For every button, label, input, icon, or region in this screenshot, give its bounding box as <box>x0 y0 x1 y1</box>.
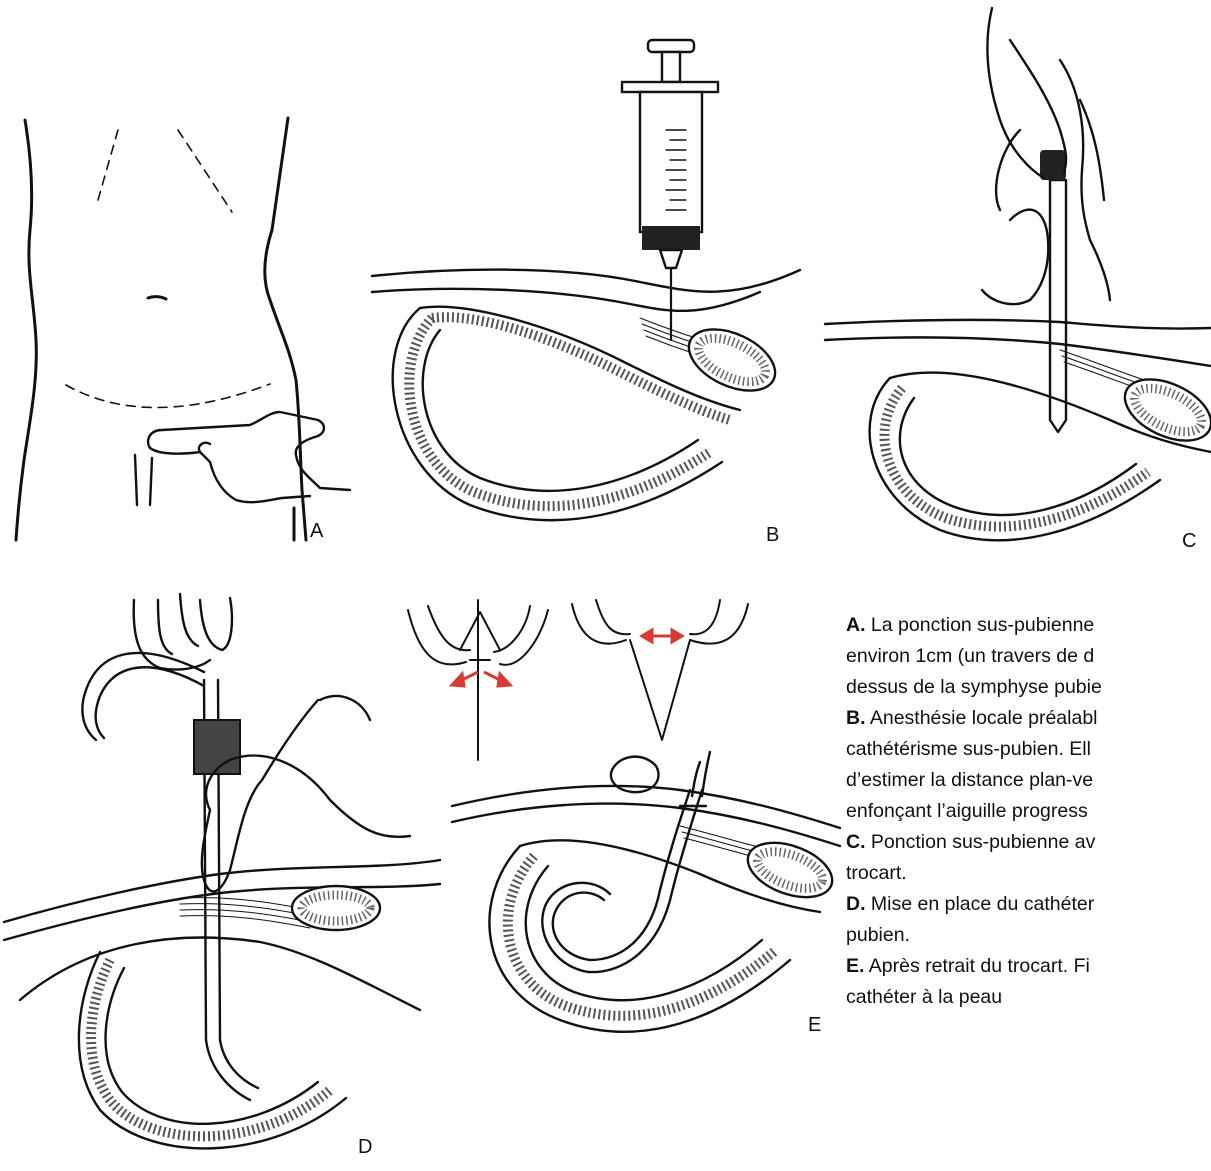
caption-key-c: C. <box>846 831 866 853</box>
pointing-hand <box>148 412 350 502</box>
caption-key-b: B. <box>846 707 866 729</box>
caption-a-line-3: dessus de la symphyse pubie <box>846 672 1211 703</box>
panel-a-abdomen-figure <box>0 90 370 550</box>
panel-c-trocar-figure <box>820 0 1211 560</box>
figure-caption: A. La ponction sus-pubienne environ 1cm … <box>846 610 1211 1013</box>
caption-b-line-2: cathétérisme sus-pubien. Ell <box>846 734 1211 765</box>
caption-b-line-3: d’estimer la distance plan-ve <box>846 765 1211 796</box>
panel-b-label: B <box>766 524 779 547</box>
trocar <box>1050 180 1066 432</box>
inset-hands-spreading <box>572 600 748 740</box>
panel-e-label: E <box>808 1014 821 1037</box>
caption-key-d: D. <box>846 893 866 915</box>
pubic-bone <box>679 317 784 403</box>
syringe <box>622 40 718 340</box>
caption-d-line-2: pubien. <box>846 920 1211 951</box>
inset-hands-opening <box>408 600 548 760</box>
skin-surface-e <box>452 786 840 828</box>
torso-right-outline <box>265 118 306 540</box>
caption-b-line-1: Anesthésie locale préalabl <box>870 707 1098 729</box>
costal-margin-right <box>178 130 232 212</box>
red-arrows-right <box>642 630 682 642</box>
caption-key-e: E. <box>846 955 864 977</box>
caption-item-c: C. Ponction sus-pubienne av trocart. <box>846 827 1211 889</box>
panel-d-label: D <box>358 1136 372 1159</box>
umbilicus <box>148 297 166 299</box>
caption-key-a: A. <box>846 614 866 636</box>
caption-d-line-1: Mise en place du cathéter <box>871 893 1094 915</box>
caption-c-line-2: trocart. <box>846 858 1211 889</box>
caption-item-b: B. Anesthésie locale préalabl cathétéris… <box>846 703 1211 827</box>
inguinal-line <box>66 384 270 407</box>
panel-e-fixation-figure <box>400 580 840 1060</box>
caption-a-line-2: environ 1cm (un travers de d <box>846 641 1211 672</box>
caption-item-e: E. Après retrait du trocart. Fi cathéter… <box>846 951 1211 1013</box>
caption-item-d: D. Mise en place du cathéter pubien. <box>846 889 1211 951</box>
torso-left-outline <box>16 120 36 540</box>
hands-d <box>134 594 410 891</box>
catheter-clamp <box>194 720 240 774</box>
costal-margin-left <box>98 130 118 200</box>
caption-e-line-2: cathéter à la peau <box>846 982 1211 1013</box>
caption-item-a: A. La ponction sus-pubienne environ 1cm … <box>846 610 1211 703</box>
caption-b-line-4: enfonçant l’aiguille progress <box>846 796 1211 827</box>
panel-c-label: C <box>1182 530 1196 553</box>
red-arrows-left <box>452 672 510 686</box>
caption-a-line-1: La ponction sus-pubienne <box>871 614 1094 636</box>
panel-d-catheter-figure <box>0 580 440 1171</box>
panel-a-label: A <box>310 520 323 543</box>
caption-e-line-1: Après retrait du trocart. Fi <box>869 955 1090 977</box>
panel-b-syringe-figure <box>368 30 800 550</box>
bladder-wall <box>393 307 740 521</box>
skin-surface-c <box>825 320 1211 329</box>
caption-c-line-1: Ponction sus-pubienne av <box>871 831 1095 853</box>
